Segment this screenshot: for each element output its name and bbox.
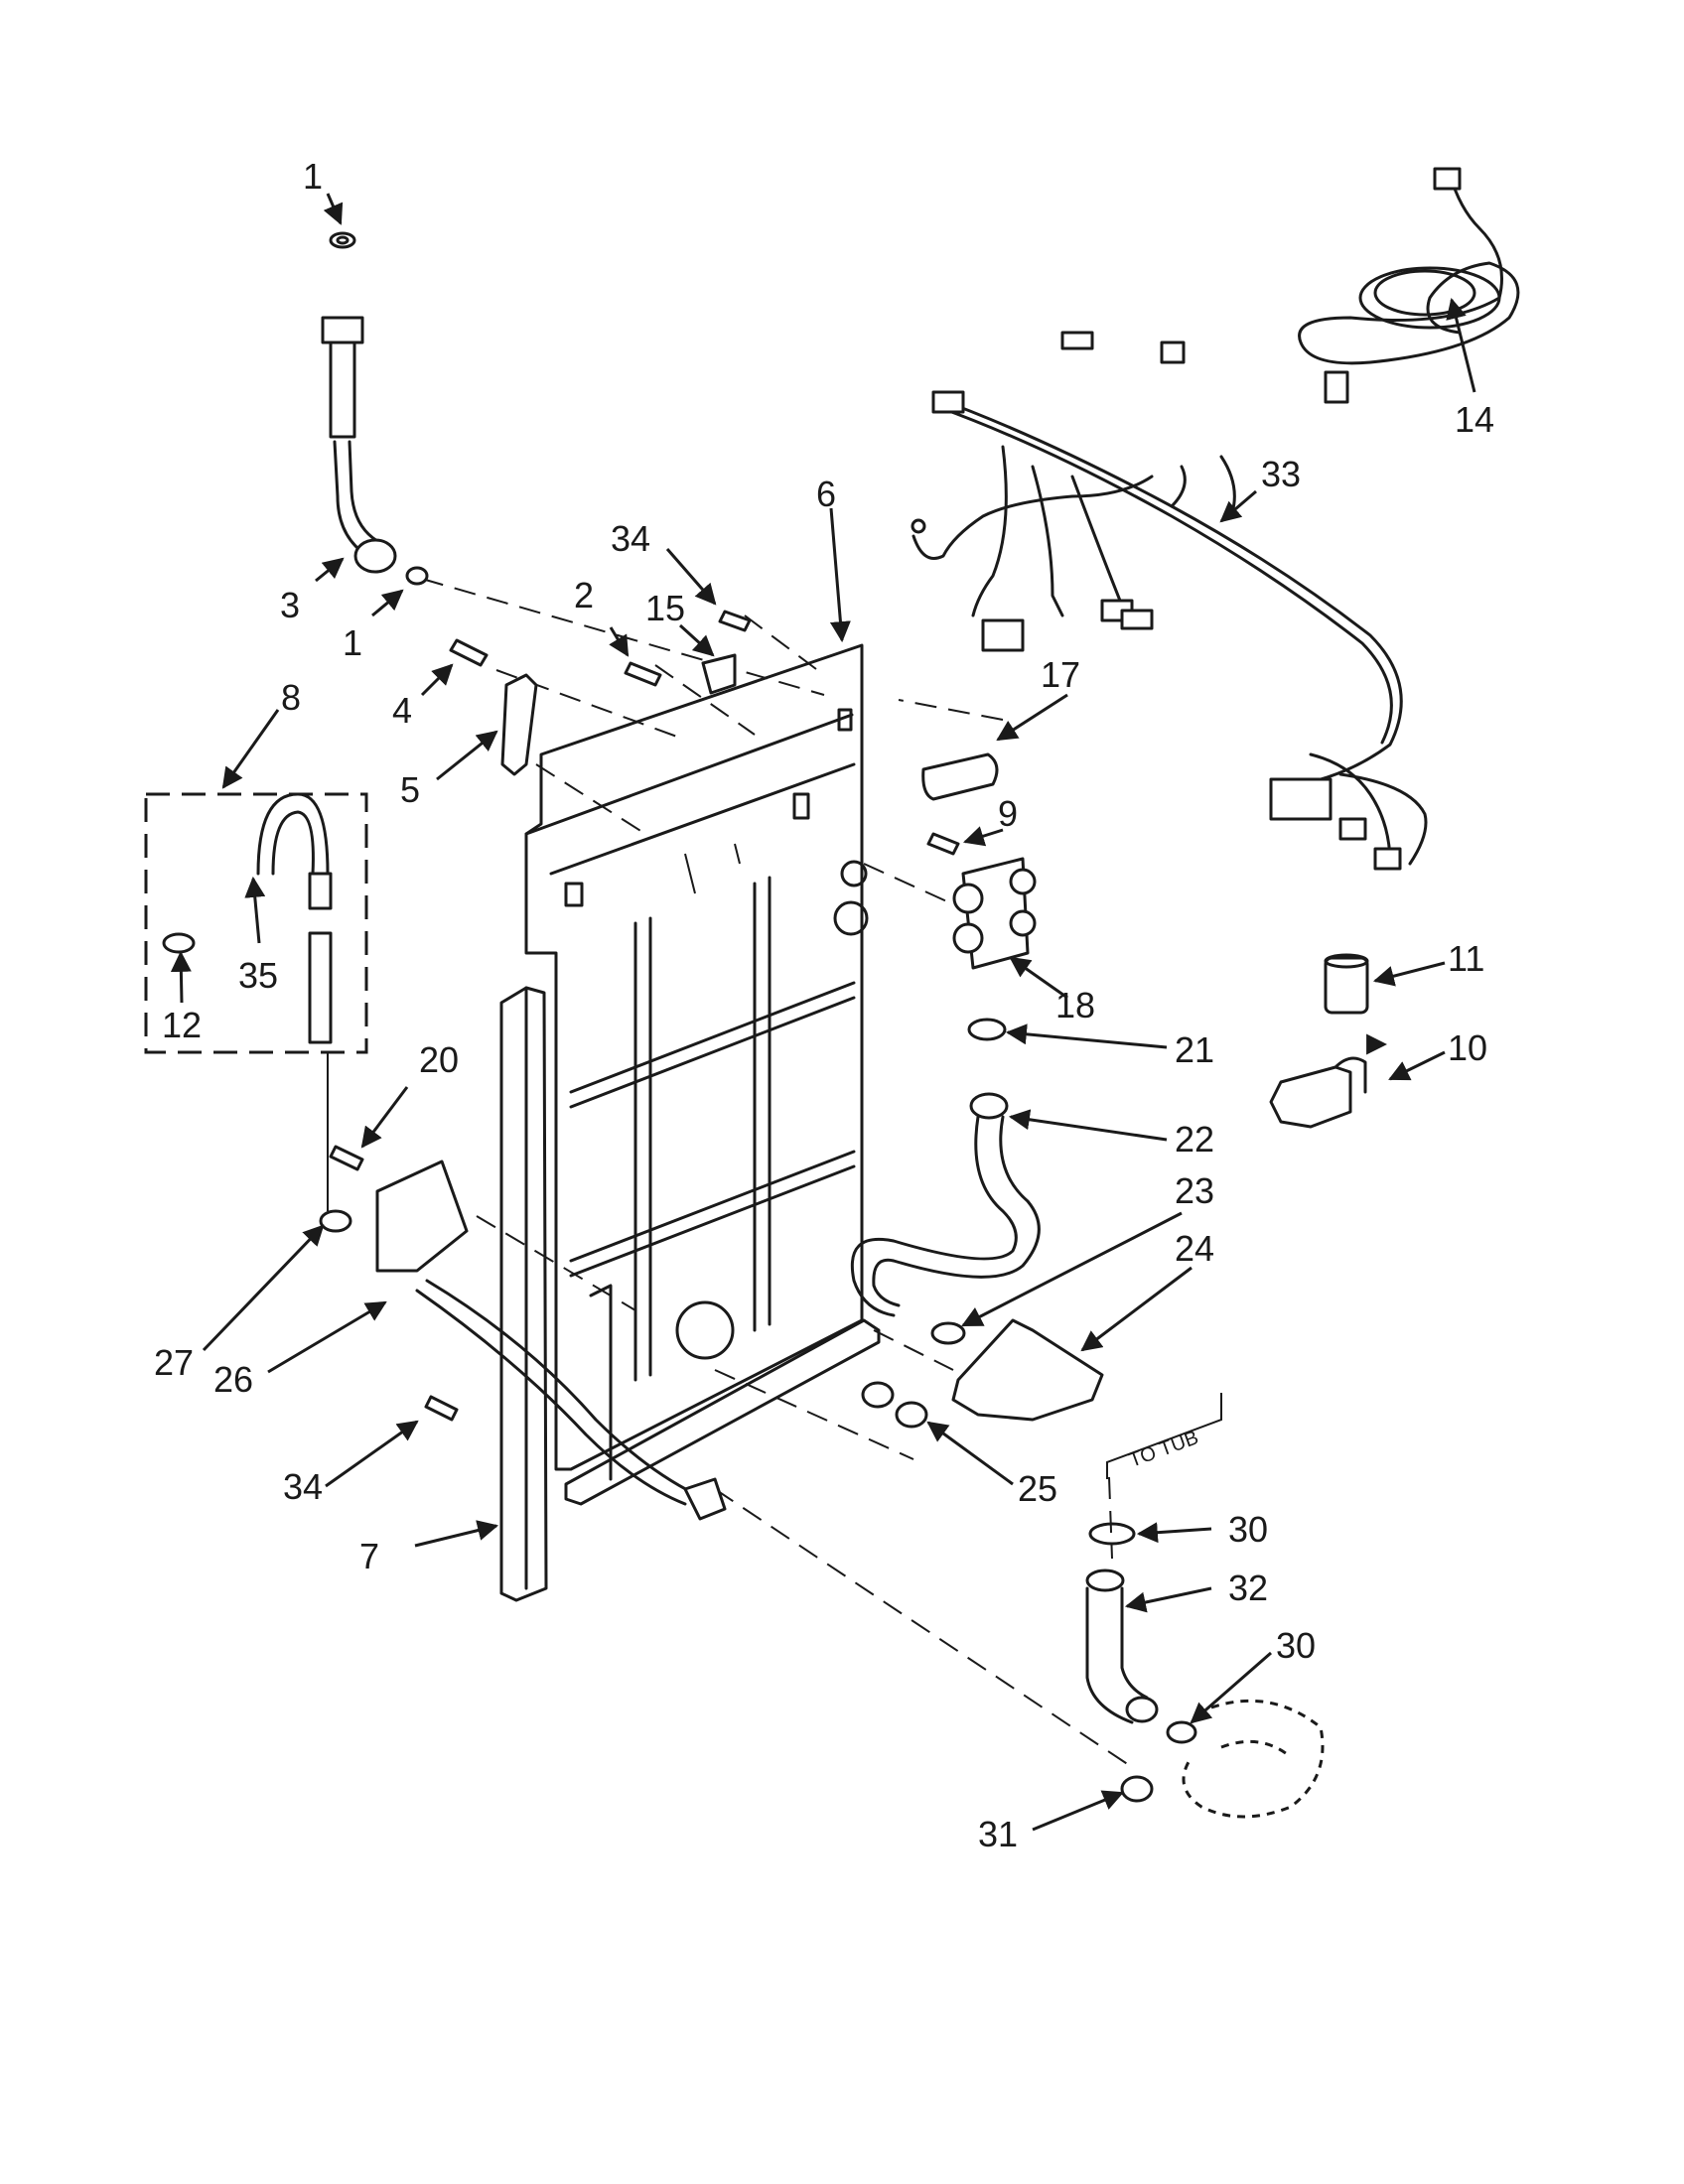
callout-11: 11 — [1448, 938, 1484, 979]
bracket-5 — [500, 673, 538, 776]
fill-hose — [850, 1018, 1041, 1345]
wire-harness — [911, 331, 1428, 871]
callout-34-top: 34 — [611, 518, 650, 559]
callout-14: 14 — [1455, 399, 1494, 440]
callout-26: 26 — [213, 1359, 253, 1400]
callout-4: 4 — [392, 690, 412, 731]
rear-panel — [524, 643, 869, 1471]
callout-27: 27 — [154, 1342, 194, 1383]
callout-20: 20 — [419, 1039, 459, 1080]
callout-1-washer: 1 — [343, 622, 362, 663]
pump-ball — [675, 1300, 928, 1429]
drain-duct — [319, 1160, 727, 1521]
side-strip — [499, 986, 548, 1602]
callout-23: 23 — [1175, 1170, 1214, 1211]
wire-clip-17 — [921, 752, 999, 801]
clip-15 — [701, 653, 737, 695]
callout-30-top: 30 — [1228, 1509, 1268, 1550]
callout-12: 12 — [162, 1005, 202, 1045]
callout-24: 24 — [1175, 1228, 1214, 1269]
callout-32: 32 — [1228, 1568, 1268, 1608]
capacitor-bracket — [1269, 1056, 1367, 1129]
leader-lines — [170, 193, 1476, 1832]
tub-hose — [1085, 1522, 1325, 1819]
callout-25: 25 — [1018, 1468, 1057, 1509]
callout-10: 10 — [1448, 1027, 1487, 1068]
callout-17: 17 — [1041, 654, 1080, 695]
screws — [329, 610, 960, 1422]
callout-22: 22 — [1175, 1119, 1214, 1160]
callout-3: 3 — [280, 585, 300, 625]
drain-hose-kit-box — [144, 792, 368, 1054]
callout-1-top: 1 — [303, 156, 323, 197]
callout-8: 8 — [281, 677, 301, 718]
callout-33: 33 — [1261, 454, 1301, 494]
callout-21: 21 — [1175, 1029, 1214, 1070]
to-tub-note: TO TUB — [1106, 1393, 1222, 1479]
callout-31: 31 — [978, 1814, 1018, 1854]
callout-35: 35 — [238, 955, 278, 996]
power-cord — [1298, 167, 1520, 404]
callout-5: 5 — [400, 769, 420, 810]
bottom-rail — [564, 1284, 881, 1506]
callout-2: 2 — [574, 575, 594, 615]
callout-15: 15 — [645, 588, 685, 628]
callout-9: 9 — [998, 793, 1018, 834]
capacitor — [1324, 953, 1369, 1015]
callout-34-bottom: 34 — [283, 1466, 323, 1507]
callout-7: 7 — [359, 1536, 379, 1576]
callout-6: 6 — [816, 474, 836, 514]
callout-18: 18 — [1055, 985, 1095, 1025]
callout-30-bottom: 30 — [1276, 1625, 1316, 1666]
float-switch — [951, 1318, 1104, 1422]
water-valve — [952, 857, 1037, 970]
inlet-fitting — [321, 231, 429, 586]
to-tub-note-text: TO TUB — [1126, 1427, 1201, 1472]
callout-labels: 1 1 2 3 4 5 6 7 8 9 10 11 12 14 15 17 18… — [154, 156, 1494, 1854]
